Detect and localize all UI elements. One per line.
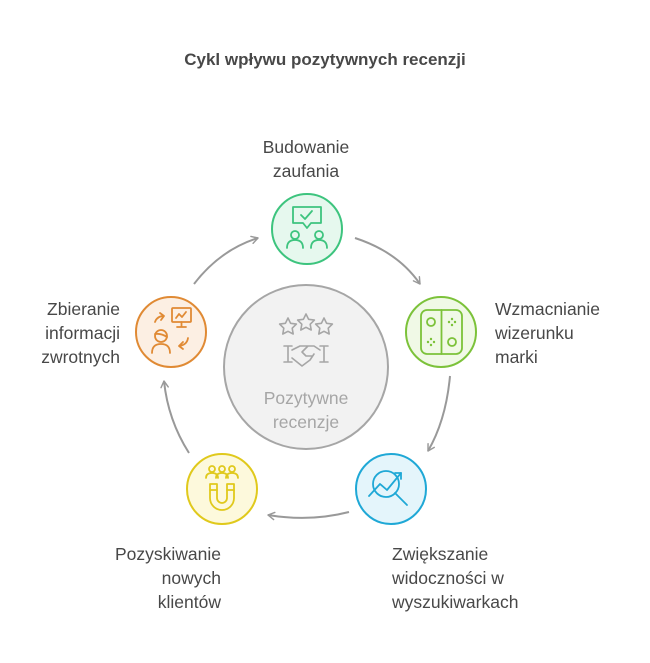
node-label-pozyskiwanie-klientow: Pozyskiwanie nowych klientów [114, 544, 221, 612]
node-zwiekszanie-widocznosci [355, 453, 427, 525]
node-circle [186, 453, 258, 525]
search-trend-icon [368, 470, 408, 506]
people-chat-check-icon [286, 206, 328, 249]
node-circle [271, 193, 343, 265]
node-label-wzmacnianie-wizerunku: Wzmacnianie wizerunku marki [495, 299, 601, 367]
arrow-5-to-1 [193, 235, 259, 285]
arrow-1-to-2 [354, 237, 421, 285]
node-circle [135, 296, 207, 368]
node-circle [355, 453, 427, 525]
node-label-zwiekszanie-widocznosci: Zwiększanie widoczności w wyszukiwarkach [392, 544, 519, 612]
arrow-3-to-4 [267, 511, 350, 521]
stars-handshake-icon [278, 313, 334, 367]
node-zbieranie-informacji [135, 296, 207, 368]
node-pozyskiwanie-klientow [186, 453, 258, 525]
center-node [223, 284, 389, 450]
center-label: Pozytywne recenzje [263, 388, 349, 432]
node-label-zbieranie-informacji: Zbieranie informacji zwrotnych [41, 299, 120, 367]
node-wzmacnianie-wizerunku [405, 296, 477, 368]
arrow-2-to-3 [427, 375, 451, 452]
arrow-4-to-5 [160, 380, 190, 454]
diagram-title: Cykl wpływu pozytywnych recenzji [184, 50, 466, 69]
game-controller-icon [420, 309, 463, 355]
magnet-people-icon [205, 465, 239, 511]
node-label-budowanie-zaufania: Budowanie zaufania [262, 137, 350, 181]
node-budowanie-zaufania [271, 193, 343, 265]
feedback-cycle-icon [151, 307, 192, 354]
center-circle [223, 284, 389, 450]
